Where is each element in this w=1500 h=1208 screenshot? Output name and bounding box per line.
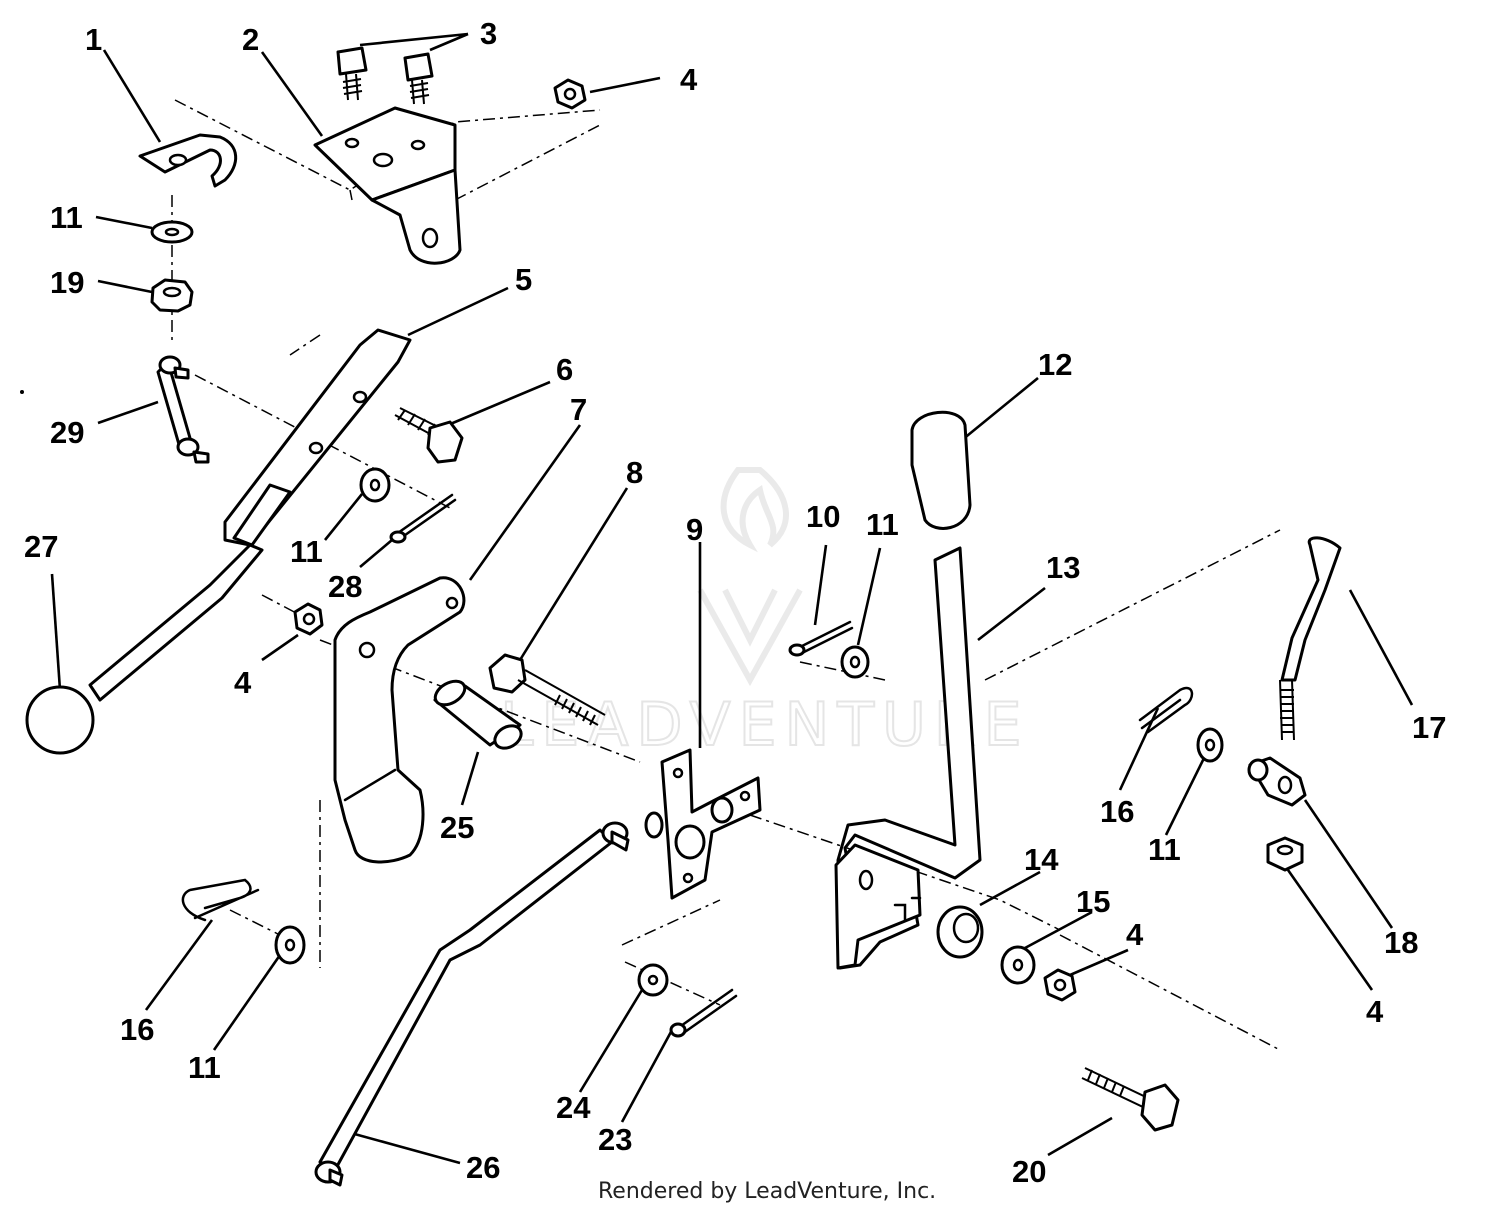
part-23-cotter-pin [669, 988, 738, 1038]
callout-6: 6 [556, 352, 573, 387]
callout-11-center: 11 [866, 507, 899, 542]
callout-26: 26 [466, 1150, 500, 1185]
part-4-nut-top [553, 78, 587, 110]
callout-18: 18 [1384, 925, 1418, 960]
callout-11-mid: 11 [290, 534, 323, 569]
part-27-knob-rod [25, 543, 264, 755]
callout-19: 19 [50, 265, 84, 300]
callout-11-bottom: 11 [188, 1050, 221, 1085]
part-4-nut-bottom [1043, 968, 1077, 1002]
callout-5: 5 [515, 262, 532, 297]
callout-23: 23 [598, 1122, 632, 1157]
part-2-bracket [313, 106, 462, 265]
callout-7: 7 [570, 392, 587, 427]
part-4-nut-right [1266, 836, 1304, 872]
part-29-link [156, 355, 210, 464]
callout-4-bottom: 4 [1126, 917, 1144, 952]
part-19-nut [150, 278, 194, 313]
part-14-bushing [936, 905, 984, 959]
part-10-cotter-pin [788, 620, 854, 657]
part-6-bolt [394, 407, 464, 464]
part-8-bolt [488, 653, 606, 726]
callout-3: 3 [480, 16, 497, 51]
part-5-lift-arm [223, 328, 412, 547]
callout-27: 27 [24, 529, 58, 564]
callout-4-left: 4 [234, 665, 252, 700]
callout-24: 24 [556, 1090, 591, 1125]
callout-11-right: 11 [1148, 832, 1181, 867]
callout-4-right: 4 [1366, 994, 1384, 1029]
part-9-plate [644, 748, 762, 900]
part-4-nut-mid [293, 602, 324, 636]
callout-28: 28 [328, 569, 362, 604]
part-28-cotter-pin [389, 493, 457, 544]
callout-29: 29 [50, 415, 84, 450]
callout-8: 8 [626, 455, 643, 490]
part-13-lever [834, 546, 982, 970]
callout-12: 12 [1038, 347, 1072, 382]
part-3-bolts [336, 46, 434, 105]
part-16-clip-right [1138, 686, 1194, 734]
callout-14: 14 [1024, 842, 1059, 877]
watermark-text: LEADVENTURE [500, 690, 1030, 760]
callout-1: 1 [85, 22, 102, 57]
part-12-grip [910, 410, 972, 530]
part-18-ferrule [1247, 756, 1307, 807]
stray-dot [20, 390, 24, 394]
callout-10: 10 [806, 499, 840, 534]
callout-16-left: 16 [120, 1012, 154, 1047]
callout-16-right: 16 [1100, 794, 1134, 829]
callout-25: 25 [440, 810, 474, 845]
callout-13: 13 [1046, 550, 1080, 585]
part-20-bolt [1081, 1067, 1180, 1132]
part-26-rod [314, 821, 630, 1187]
watermark: LEADVENTURE [499, 467, 1030, 761]
part-1-clip [138, 133, 238, 188]
callout-17: 17 [1412, 710, 1446, 745]
callout-15: 15 [1076, 884, 1110, 919]
part-16-clip-left [181, 878, 260, 922]
callout-4-top: 4 [680, 62, 698, 97]
callout-11-top: 11 [50, 200, 83, 235]
part-7-plate [333, 576, 466, 864]
callout-2: 2 [242, 22, 259, 57]
callout-20: 20 [1012, 1154, 1046, 1189]
part-25-sleeve [433, 679, 523, 750]
leader-lines [50, 32, 1414, 1165]
callouts: 1 2 3 4 11 19 5 6 29 7 12 8 27 11 28 9 1… [24, 16, 1446, 1189]
callout-9: 9 [686, 512, 703, 547]
render-credit: Rendered by LeadVenture, Inc. [598, 1179, 936, 1204]
part-17-rod [1279, 536, 1342, 741]
